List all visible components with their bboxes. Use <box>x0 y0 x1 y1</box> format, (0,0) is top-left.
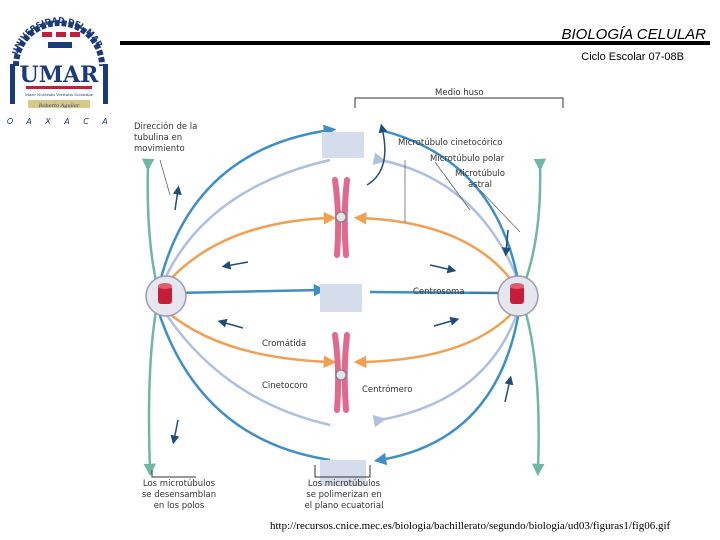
logo-motto: Mare Nostrum Veritatis Scientiae <box>25 92 94 97</box>
label-chromatid: Cromátida <box>262 339 306 349</box>
label-kinetochore: Cinetocoro <box>262 381 308 391</box>
equatorial-plane-blocks <box>320 132 366 486</box>
centrosome-left <box>145 275 187 317</box>
kinetochore-upper <box>335 211 347 223</box>
source-url: http://recursos.cnice.mec.es/biologia/ba… <box>270 520 671 532</box>
logo-letter: O <box>7 117 13 126</box>
label-centromere: Centrómero <box>362 384 412 395</box>
label-centrosome: Centrosoma <box>413 287 465 297</box>
logo-letter: A <box>63 117 69 126</box>
tubulin-flux-arrows <box>170 123 514 445</box>
label-polymerize: Los microtúbulos se polimerizan en el pl… <box>304 479 384 511</box>
logo-monogram: UMAR <box>20 62 100 88</box>
logo-signature: Roberto Aguilar <box>38 103 80 109</box>
label-depolymerize: Los microtúbulos se desensamblan en los … <box>141 479 217 511</box>
label-astral-mt: Microtúbulo astral <box>455 169 505 190</box>
logo-letter: X <box>44 117 51 126</box>
centrosome-right <box>497 275 539 317</box>
logo-letter: A <box>101 117 107 126</box>
label-pointer-lines <box>159 159 521 294</box>
label-tubulin-direction: Dirección de la tubulina en movimiento <box>134 122 198 154</box>
kinetochore-lower <box>335 369 347 381</box>
logo-letter: C <box>83 117 89 126</box>
orange-microtubules <box>164 211 517 369</box>
label-polar-mt: Microtúbulo polar <box>430 154 505 164</box>
header-rule <box>120 41 710 45</box>
polar-microtubules-light <box>158 152 522 428</box>
bracket-left <box>151 470 196 478</box>
bracket-center <box>314 465 371 478</box>
label-medio-huso: Medio huso <box>435 88 484 98</box>
half-spindle-bracket <box>354 97 564 108</box>
page-title: BIOLOGÍA CELULAR <box>561 26 707 43</box>
university-logo: UNIVERSIDAD DEL MAR UMAR Mare Nostrum Ve… <box>7 16 108 126</box>
page-subtitle: Ciclo Escolar 07-08B <box>581 51 684 63</box>
logo-letter: A <box>25 117 31 126</box>
kinetochore-microtubules <box>156 124 522 466</box>
label-kinetochore-mt: Microtúbulo cinetocórico <box>398 137 502 148</box>
